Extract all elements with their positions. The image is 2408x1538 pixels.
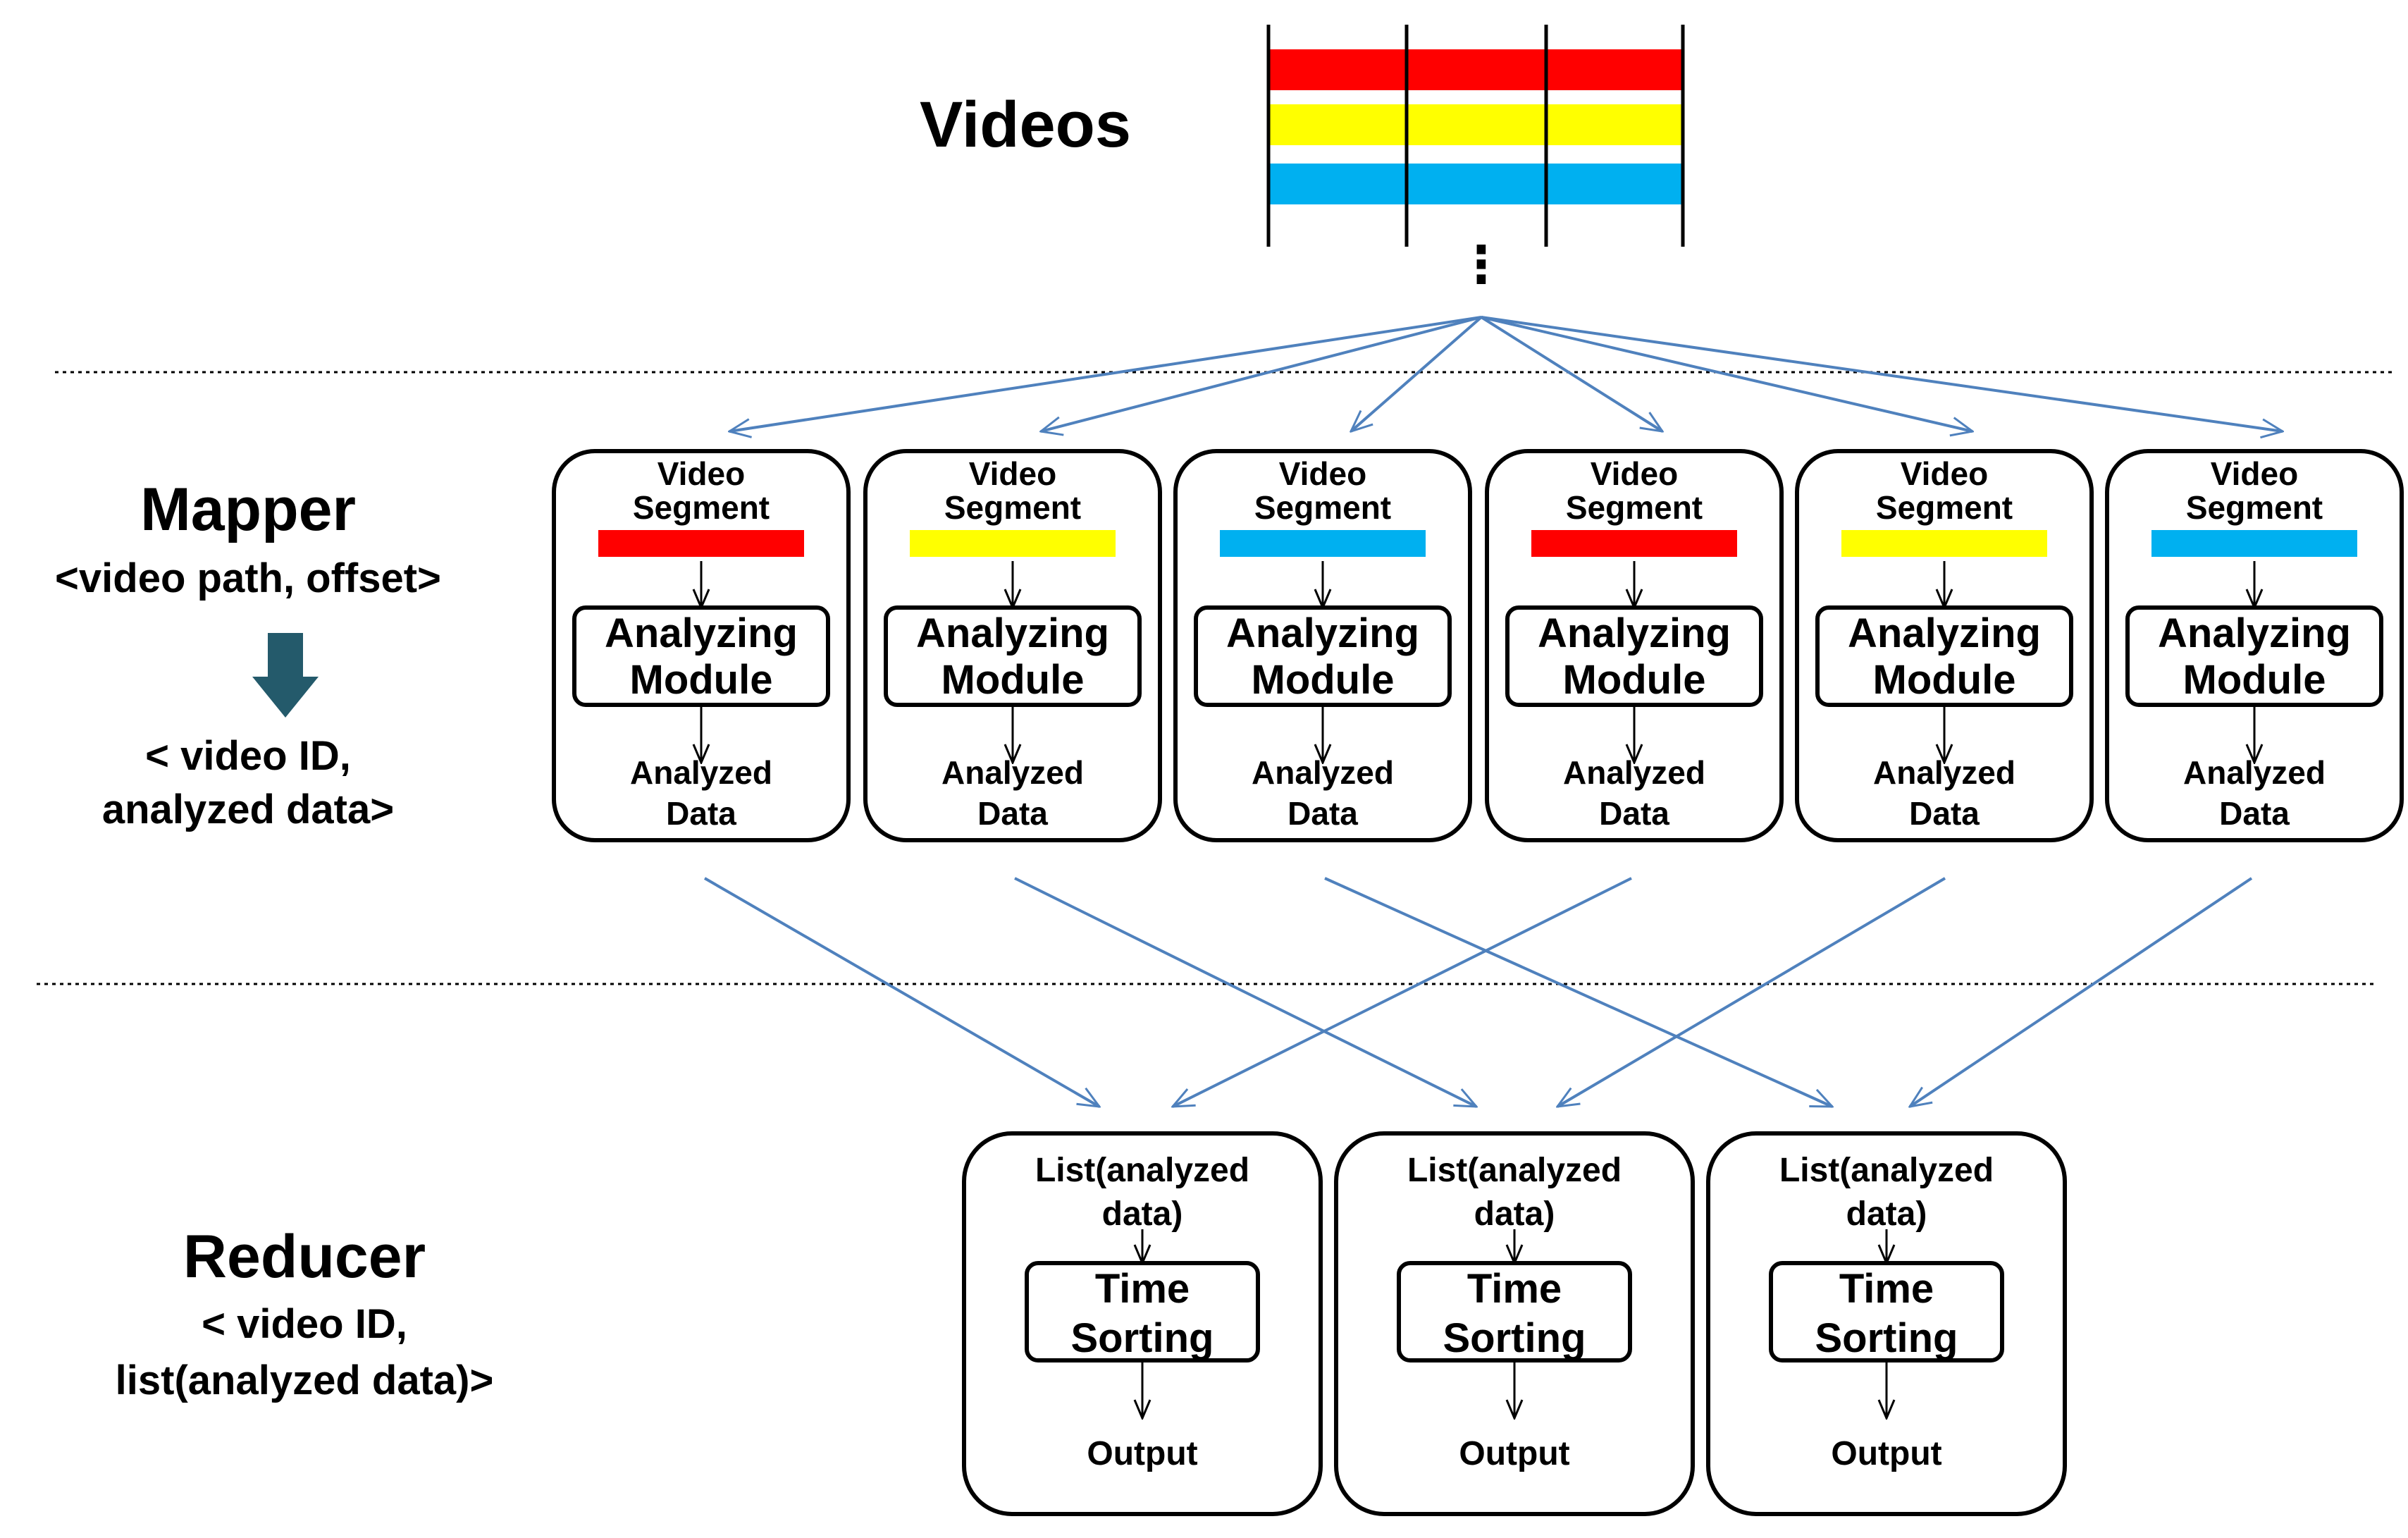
video-segment-label: Video	[1901, 455, 1988, 492]
analyzed-data-label: Analyzed	[1873, 754, 2015, 791]
analyzed-data-label: Data	[1599, 795, 1669, 832]
mapper-output-line2: analyzed data>	[102, 787, 394, 832]
mapper-title: Mapper	[140, 476, 356, 543]
distribution-arrow	[729, 316, 1482, 431]
video-segment-bar	[1531, 530, 1737, 557]
distribution-arrow	[1480, 316, 1662, 431]
analyzed-data-label: Analyzed	[941, 754, 1084, 791]
analyzed-data-label: Data	[2219, 795, 2290, 832]
shuffle-arrow	[1173, 877, 1632, 1108]
time-sorting-label: Time	[1095, 1266, 1190, 1312]
mapper-output-line1: < video ID,	[145, 733, 351, 779]
video-segment-label: Segment	[2186, 489, 2323, 526]
video-stripe-yellow	[1268, 104, 1683, 145]
down-arrow-icon	[252, 633, 319, 718]
shuffle-arrow	[1014, 877, 1476, 1108]
list-analyzed-data-label: data)	[1102, 1195, 1183, 1233]
time-sorting-label: Time	[1839, 1266, 1934, 1312]
distribution-arrow	[1351, 316, 1483, 431]
analyzing-module-label: Analyzing	[1848, 610, 2041, 656]
distribution-arrow	[1041, 316, 1482, 431]
output-label: Output	[1087, 1435, 1197, 1472]
analyzed-data-label: Data	[977, 795, 1048, 832]
analyzing-module-label: Module	[1252, 657, 1395, 703]
video-segment-label: Segment	[1876, 489, 2013, 526]
video-segment-label: Video	[2211, 455, 2298, 492]
analyzed-data-label: Analyzed	[1563, 754, 1705, 791]
reducer-line2: list(analyzed data)>	[116, 1358, 494, 1403]
shuffle-arrow	[1910, 877, 2253, 1107]
distribution-arrow	[1481, 316, 1972, 431]
continuation-dots: ⋮	[1456, 237, 1507, 293]
shuffle-arrow	[1324, 877, 1832, 1108]
video-segment-bar	[1841, 530, 2047, 557]
analyzed-data-label: Analyzed	[630, 754, 772, 791]
time-sorting-label: Time	[1467, 1266, 1562, 1312]
analyzed-data-label: Analyzed	[2183, 754, 2326, 791]
analyzing-module-label: Module	[1563, 657, 1706, 703]
analyzing-module-label: Analyzing	[2158, 610, 2351, 656]
analyzing-module-label: Module	[1873, 657, 2016, 703]
list-analyzed-data-label: List(analyzed	[1407, 1152, 1622, 1189]
video-stripe-blue	[1268, 164, 1683, 204]
list-analyzed-data-label: data)	[1846, 1195, 1927, 1233]
shuffle-arrow	[1557, 877, 1946, 1107]
video-segment-bar	[910, 530, 1116, 557]
video-segment-label: Video	[1279, 455, 1366, 492]
analyzing-module-label: Analyzing	[1538, 610, 1731, 656]
shuffle-arrows	[703, 877, 2253, 1108]
reducer-title: Reducer	[183, 1223, 426, 1291]
video-segment-bar	[1220, 530, 1426, 557]
mapper-boxes: VideoSegmentAnalyzingModuleAnalyzedDataV…	[552, 449, 2404, 842]
list-analyzed-data-label: data)	[1474, 1195, 1555, 1233]
distribution-arrow	[1481, 316, 2283, 431]
analyzed-data-label: Analyzed	[1252, 754, 1394, 791]
video-segment-label: Segment	[1566, 489, 1703, 526]
videos-title: Videos	[920, 89, 1131, 161]
reducer-line1: < video ID,	[202, 1301, 407, 1347]
video-segment-label: Video	[657, 455, 745, 492]
video-segment-bar	[598, 530, 804, 557]
video-dividers	[1266, 25, 1685, 247]
video-stripes	[1268, 49, 1683, 204]
shuffle-arrow	[703, 877, 1099, 1107]
video-segment-label: Segment	[633, 489, 770, 526]
output-label: Output	[1831, 1435, 1941, 1472]
mapper-input-pair: <video path, offset>	[55, 555, 441, 601]
distribution-arrows	[729, 316, 2283, 431]
time-sorting-label: Sorting	[1815, 1315, 1958, 1361]
video-segment-label: Video	[1591, 455, 1678, 492]
time-sorting-label: Sorting	[1071, 1315, 1214, 1361]
video-segment-label: Segment	[944, 489, 1081, 526]
analyzed-data-label: Data	[666, 795, 736, 832]
list-analyzed-data-label: List(analyzed	[1779, 1152, 1994, 1189]
list-analyzed-data-label: List(analyzed	[1035, 1152, 1249, 1189]
analyzed-data-label: Data	[1909, 795, 1980, 832]
analyzing-module-label: Analyzing	[605, 610, 798, 656]
video-segment-bar	[2151, 530, 2357, 557]
analyzed-data-label: Data	[1288, 795, 1358, 832]
analyzing-module-label: Module	[941, 657, 1085, 703]
time-sorting-label: Sorting	[1443, 1315, 1586, 1361]
video-stripe-red	[1268, 49, 1683, 90]
video-segment-label: Video	[969, 455, 1056, 492]
analyzing-module-label: Module	[2183, 657, 2326, 703]
analyzing-module-label: Module	[630, 657, 773, 703]
reducer-boxes: List(analyzeddata)TimeSortingOutputList(…	[962, 1131, 2067, 1516]
analyzing-module-label: Analyzing	[1226, 610, 1419, 656]
analyzing-module-label: Analyzing	[916, 610, 1109, 656]
video-segment-label: Segment	[1254, 489, 1391, 526]
output-label: Output	[1459, 1435, 1569, 1472]
